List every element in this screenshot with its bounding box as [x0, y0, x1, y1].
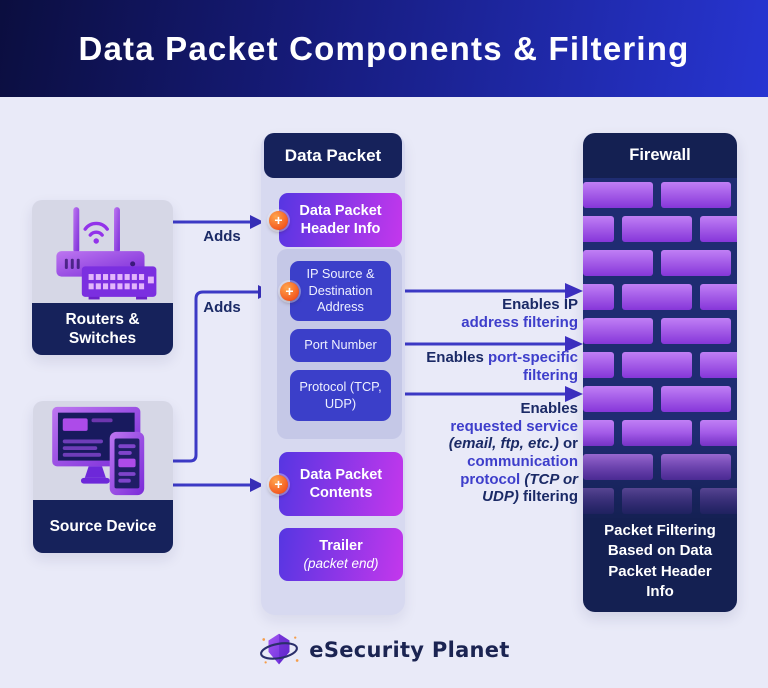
adds-label-1: Adds	[203, 228, 241, 245]
plus-icon: +	[280, 282, 299, 301]
source-device-card: Source Device	[33, 401, 173, 553]
filter-label-port: Enables port-specific filtering	[426, 349, 578, 384]
footer-logo: eSecurity Planet	[0, 630, 768, 670]
header-banner: Data Packet Components & Filtering	[0, 0, 768, 97]
firewall-title: Firewall	[629, 146, 691, 164]
arrow-source-to-ip	[171, 290, 260, 463]
page-title: Data Packet Components & Filtering	[78, 29, 690, 67]
routers-switches-label: Routers & Switches	[32, 303, 173, 355]
firewall-panel: Firewall Packet Filtering Based on Data …	[583, 133, 737, 612]
data-packet-title: Data Packet	[264, 133, 402, 178]
trailer-box: Trailer (packet end)	[279, 528, 403, 581]
port-number-box: Port Number	[290, 329, 391, 362]
adds-label-2: Adds	[203, 299, 241, 316]
firewall-caption: Packet Filtering Based on Data Packet He…	[604, 522, 716, 600]
brick-wall-icon	[583, 178, 737, 523]
brand-icon	[260, 633, 299, 665]
brand-name: eSecurity Planet	[309, 638, 510, 662]
filter-label-service-protocol: Enables requested service (email, ftp, e…	[448, 400, 578, 506]
router-switch-icon	[32, 200, 173, 303]
data-packet-contents-box: Data Packet Contents	[279, 452, 403, 516]
plus-icon: +	[269, 211, 288, 230]
source-device-label: Source Device	[33, 500, 173, 553]
filter-label-ip: Enables IP address filtering	[461, 296, 578, 331]
routers-switches-card: Routers & Switches	[32, 200, 173, 355]
ip-source-destination-box: IP Source & Destination Address	[290, 261, 391, 321]
protocol-box: Protocol (TCP, UDP)	[290, 370, 391, 421]
plus-icon: +	[269, 475, 288, 494]
header-info-box: Data Packet Header Info	[279, 193, 402, 247]
computer-phone-icon	[33, 401, 173, 500]
